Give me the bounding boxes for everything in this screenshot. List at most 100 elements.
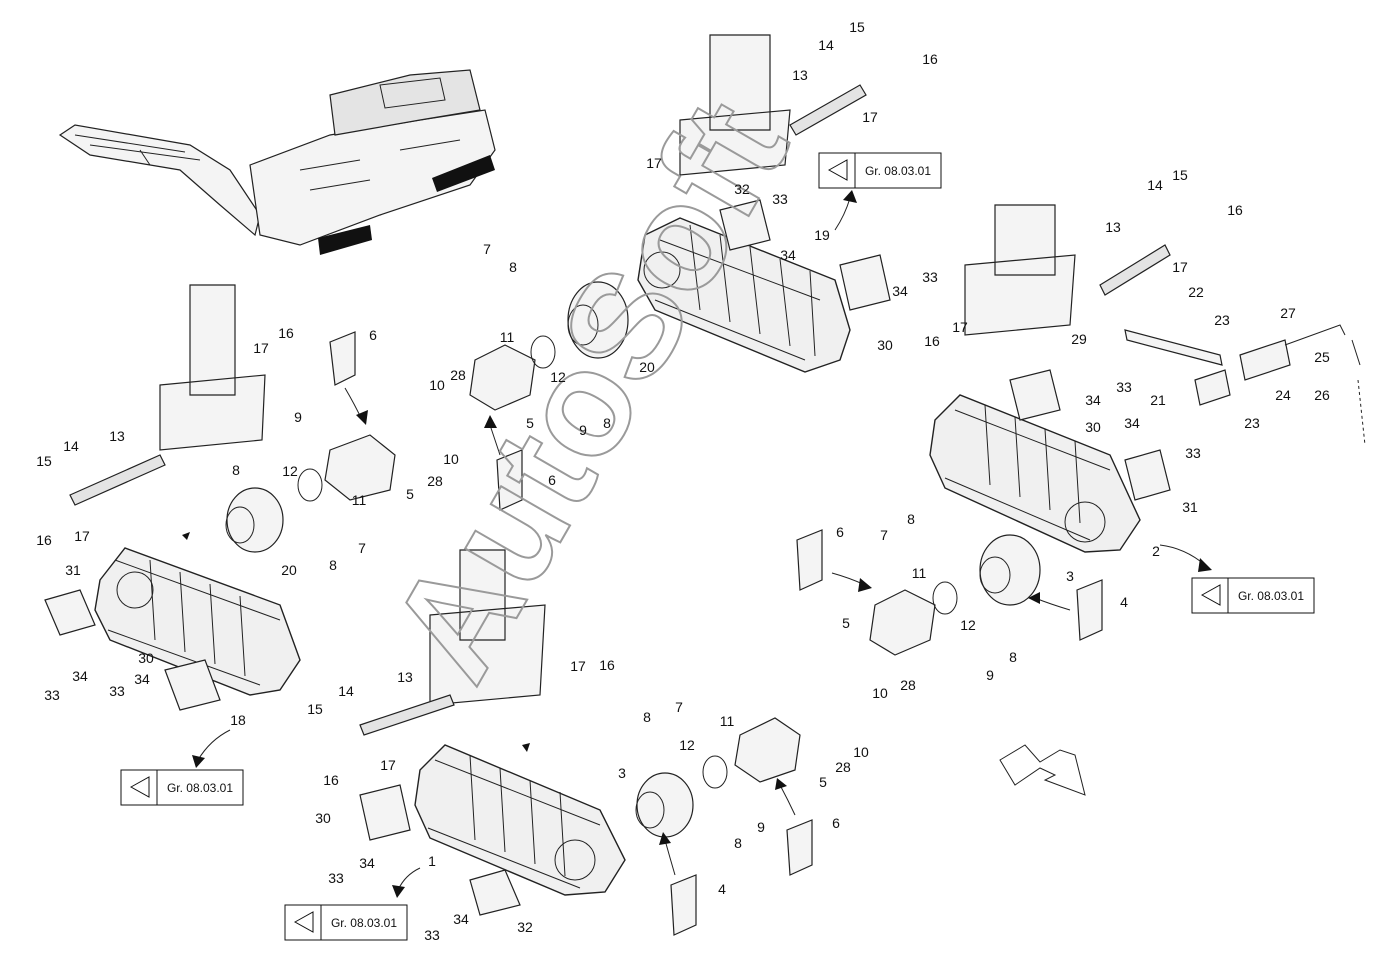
part-label: 34 [1085, 392, 1101, 408]
part-label: 3 [1066, 568, 1074, 584]
part-label: 34 [892, 283, 908, 299]
part-label: 2 [1152, 543, 1160, 559]
reference-box-top[interactable]: Gr. 08.03.01 [818, 152, 942, 189]
part-label: 31 [1182, 499, 1198, 515]
part-label: 14 [1147, 177, 1163, 193]
part-label: 30 [315, 810, 331, 826]
part-label: 33 [772, 191, 788, 207]
part-label: 33 [1116, 379, 1132, 395]
part-label: 33 [44, 687, 60, 703]
part-label: 32 [517, 919, 533, 935]
part-label: 16 [278, 325, 294, 341]
part-label: 5 [819, 774, 827, 790]
reference-text: Gr. 08.03.01 [167, 781, 233, 795]
column-mounts [159, 34, 1076, 706]
axles [69, 84, 1171, 736]
part-label: 13 [397, 669, 413, 685]
part-label: 33 [328, 870, 344, 886]
part-label: 4 [1120, 594, 1128, 610]
part-label: 28 [450, 367, 466, 383]
part-label: 33 [1185, 445, 1201, 461]
part-label: 9 [986, 667, 994, 683]
part-label: 10 [443, 451, 459, 467]
part-label: 14 [818, 37, 834, 53]
part-label: 34 [359, 855, 375, 871]
part-label: 12 [679, 737, 695, 753]
part-label: 6 [832, 815, 840, 831]
part-label: 18 [230, 712, 246, 728]
part-label: 23 [1214, 312, 1230, 328]
part-label: 17 [952, 319, 968, 335]
part-label: 17 [570, 658, 586, 674]
part-label: 12 [960, 617, 976, 633]
part-label: 28 [900, 677, 916, 693]
part-label: 32 [734, 181, 750, 197]
part-label: 33 [109, 683, 125, 699]
part-label: 5 [842, 615, 850, 631]
reference-box-right[interactable]: Gr. 08.03.01 [1191, 577, 1315, 614]
part-label: 27 [1280, 305, 1296, 321]
direction-arrow-icon [999, 744, 1086, 796]
part-label: 15 [849, 19, 865, 35]
part-label: 8 [509, 259, 517, 275]
track-bottom [414, 744, 626, 896]
caution-tags [329, 331, 1103, 936]
part-label: 33 [424, 927, 440, 943]
part-label: 8 [643, 709, 651, 725]
part-label: 3 [618, 765, 626, 781]
part-label: 10 [429, 377, 445, 393]
towing-frame [1124, 324, 1366, 446]
part-label: 30 [138, 650, 154, 666]
part-label: 15 [36, 453, 52, 469]
part-label: 7 [675, 699, 683, 715]
machine-overview [58, 69, 496, 255]
part-label: 12 [550, 369, 566, 385]
part-label: 34 [72, 668, 88, 684]
part-label: 17 [1172, 259, 1188, 275]
rings [297, 335, 958, 789]
part-label: 16 [599, 657, 615, 673]
track-right [929, 394, 1141, 553]
part-label: 20 [639, 359, 655, 375]
plates [44, 199, 1171, 916]
part-label: 33 [922, 269, 938, 285]
reference-text: Gr. 08.03.01 [1238, 589, 1304, 603]
part-label: 9 [579, 422, 587, 438]
part-label: 10 [872, 685, 888, 701]
part-label: 17 [862, 109, 878, 125]
part-label: 9 [757, 819, 765, 835]
part-label: 13 [1105, 219, 1121, 235]
reference-box-left[interactable]: Gr. 08.03.01 [120, 769, 244, 806]
part-label: 17 [253, 340, 269, 356]
part-label: 31 [65, 562, 81, 578]
part-label: 11 [500, 329, 515, 345]
part-label: 20 [281, 562, 297, 578]
hubs [225, 281, 1041, 838]
part-label: 16 [922, 51, 938, 67]
eye-icon [293, 911, 314, 933]
part-label: 16 [1227, 202, 1243, 218]
part-label: 34 [134, 671, 150, 687]
part-label: 17 [74, 528, 90, 544]
part-label: 24 [1275, 387, 1291, 403]
part-label: 8 [907, 511, 915, 527]
motors [324, 344, 936, 783]
part-label: 16 [323, 772, 339, 788]
part-label: 28 [835, 759, 851, 775]
part-label: 22 [1188, 284, 1204, 300]
part-label: 6 [548, 472, 556, 488]
eye-icon [1200, 584, 1221, 606]
part-label: 5 [406, 486, 414, 502]
part-label: 6 [836, 524, 844, 540]
part-label: 29 [1071, 331, 1087, 347]
part-label: 16 [924, 333, 940, 349]
part-label: 34 [453, 911, 469, 927]
part-label: 6 [369, 327, 377, 343]
reference-text: Gr. 08.03.01 [865, 164, 931, 178]
reference-box-bottom[interactable]: Gr. 08.03.01 [284, 904, 408, 941]
part-label: 23 [1244, 415, 1260, 431]
eye-icon [827, 159, 848, 181]
part-label: 34 [780, 247, 796, 263]
